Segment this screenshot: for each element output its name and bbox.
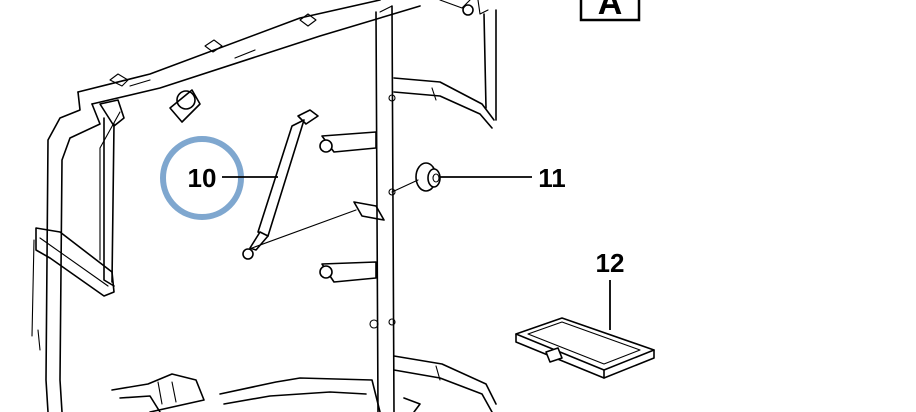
grommet xyxy=(391,162,441,193)
callout-11-label: 11 xyxy=(538,163,566,193)
view-label-box: A xyxy=(579,0,641,22)
frame-structure xyxy=(31,0,497,412)
callout-11[interactable]: 11 xyxy=(440,163,566,193)
rubber-pad xyxy=(515,317,655,379)
view-label-text: A xyxy=(598,0,623,22)
gas-strut xyxy=(242,109,357,260)
callout-10[interactable]: 10 xyxy=(160,136,278,220)
callout-12[interactable]: 12 xyxy=(596,248,625,330)
callout-10-highlight-ring xyxy=(160,136,244,220)
callout-12-label: 12 xyxy=(596,248,625,278)
callout-10-label: 10 xyxy=(188,163,217,193)
